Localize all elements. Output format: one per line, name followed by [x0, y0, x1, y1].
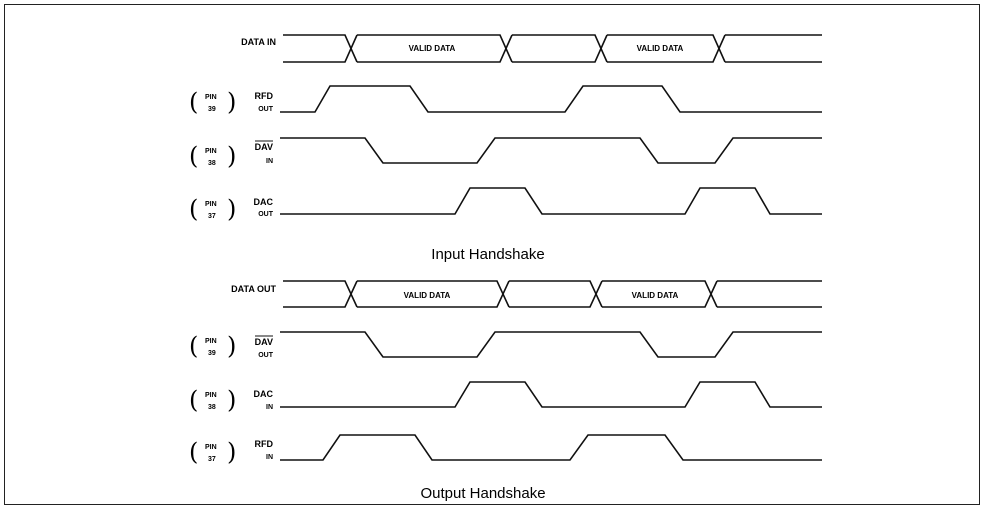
output-handshake-caption: Output Handshake: [420, 485, 545, 502]
data-out-label: DATA OUT: [231, 284, 276, 294]
left-paren: (: [189, 438, 198, 466]
right-paren: ): [227, 142, 236, 170]
data-out-bus-bottom: [283, 280, 822, 308]
dav-out-waveform: [280, 331, 822, 358]
pin-word: PIN: [205, 94, 217, 101]
pin-number: 38: [208, 404, 216, 411]
valid-data-label: VALID DATA: [409, 44, 456, 53]
data-in-bus-bottom: [283, 34, 822, 63]
pin-word: PIN: [205, 148, 217, 155]
data-in-label: DATA IN: [241, 37, 276, 47]
pin-word: PIN: [205, 338, 217, 345]
pin-number: 39: [208, 350, 216, 357]
pin-number: 38: [208, 160, 216, 167]
dac-out-waveform: [280, 187, 822, 215]
pin-word: PIN: [205, 201, 217, 208]
signal-name: DAC: [254, 197, 274, 207]
data-out-bus-top: [283, 280, 822, 308]
left-paren: (: [189, 386, 198, 414]
pin-word: PIN: [205, 444, 217, 451]
left-paren: (: [189, 332, 198, 360]
signal-direction: OUT: [258, 106, 274, 113]
right-paren: ): [227, 332, 236, 360]
pin-number: 39: [208, 106, 216, 113]
rfd-out-waveform: [280, 85, 822, 113]
pin-number: 37: [208, 456, 216, 463]
data-in-bus-top: [283, 34, 822, 63]
signal-direction: IN: [266, 158, 273, 165]
signal-name: DAC: [254, 389, 274, 399]
signal-name: DAV: [255, 142, 273, 152]
pin-number: 37: [208, 213, 216, 220]
signal-direction: OUT: [258, 211, 274, 218]
dav-in-waveform: [280, 137, 822, 164]
valid-data-label: VALID DATA: [404, 291, 451, 300]
right-paren: ): [227, 386, 236, 414]
signal-direction: IN: [266, 454, 273, 461]
pin-word: PIN: [205, 392, 217, 399]
left-paren: (: [189, 88, 198, 116]
signal-name: RFD: [255, 91, 274, 101]
left-paren: (: [189, 195, 198, 223]
input-handshake-caption: Input Handshake: [431, 246, 544, 263]
right-paren: ): [227, 438, 236, 466]
right-paren: ): [227, 195, 236, 223]
valid-data-label: VALID DATA: [637, 44, 684, 53]
rfd-in-waveform: [280, 434, 822, 461]
valid-data-label: VALID DATA: [632, 291, 679, 300]
dac-in-waveform: [280, 381, 822, 408]
signal-direction: OUT: [258, 352, 274, 359]
signal-name: DAV: [255, 337, 273, 347]
input-handshake: DATA IN VALID DATA VALID DATA ( PIN 39 )…: [189, 34, 822, 263]
output-handshake: DATA OUT VALID DATA VALID DATA ( PIN 39 …: [189, 280, 822, 502]
signal-name: RFD: [255, 439, 274, 449]
right-paren: ): [227, 88, 236, 116]
left-paren: (: [189, 142, 198, 170]
signal-direction: IN: [266, 404, 273, 411]
diagram-frame: [4, 4, 980, 505]
